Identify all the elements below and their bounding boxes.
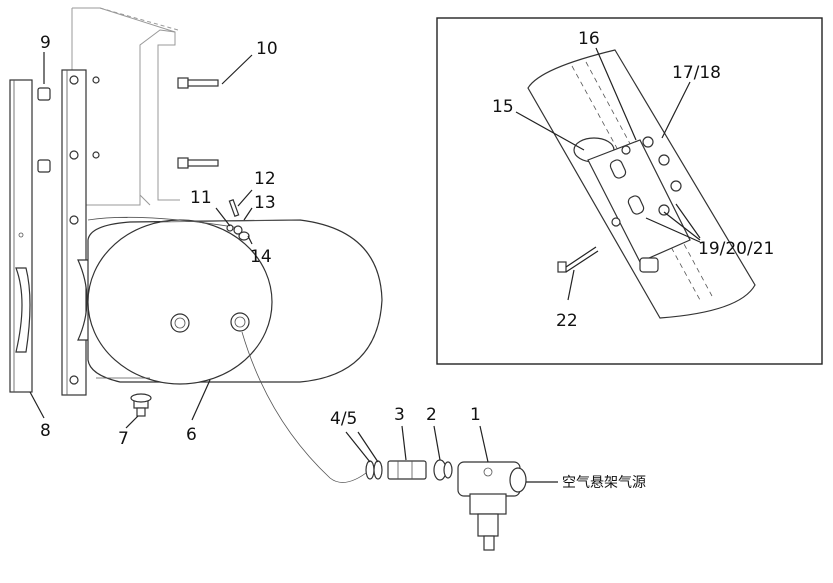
label-4-5: 4/5	[330, 409, 357, 429]
label-22: 22	[556, 311, 578, 331]
inset-leader-lines	[515, 47, 701, 301]
inset-valve-block	[573, 136, 691, 273]
mounting-plate-8	[9, 79, 33, 393]
label-12: 12	[254, 169, 276, 189]
label-8: 8	[40, 421, 51, 441]
drain-valve-7	[130, 393, 152, 417]
label-11: 11	[190, 188, 212, 208]
fitting-3	[387, 460, 427, 480]
label-air-suspension-source: 空气悬架气源	[562, 475, 646, 491]
air-tank-6	[87, 219, 383, 385]
sleeve-9	[37, 87, 51, 173]
bolt-10	[177, 77, 219, 169]
label-1: 1	[470, 405, 481, 425]
label-6: 6	[186, 425, 197, 445]
label-9: 9	[40, 33, 51, 53]
label-2: 2	[426, 405, 437, 425]
label-19-20-21: 19/20/21	[698, 239, 774, 259]
fitting-seal-4-5	[365, 460, 383, 480]
tank-strap	[87, 216, 241, 379]
pressure-valve-1	[457, 461, 558, 551]
label-16: 16	[578, 29, 600, 49]
label-13: 13	[254, 193, 276, 213]
label-7: 7	[118, 429, 129, 449]
label-17-18: 17/18	[672, 63, 721, 83]
detail-inset-frame	[436, 17, 823, 365]
label-14: 14	[250, 247, 272, 267]
air-pipe	[241, 331, 371, 483]
inset-bolt-22	[557, 246, 599, 273]
label-15: 15	[492, 97, 514, 117]
small-fasteners-11-14	[226, 199, 250, 241]
frame-bracket	[71, 7, 180, 206]
label-10: 10	[256, 39, 278, 59]
seal-2	[433, 459, 453, 481]
label-3: 3	[394, 405, 405, 425]
leader-lines	[29, 52, 489, 463]
